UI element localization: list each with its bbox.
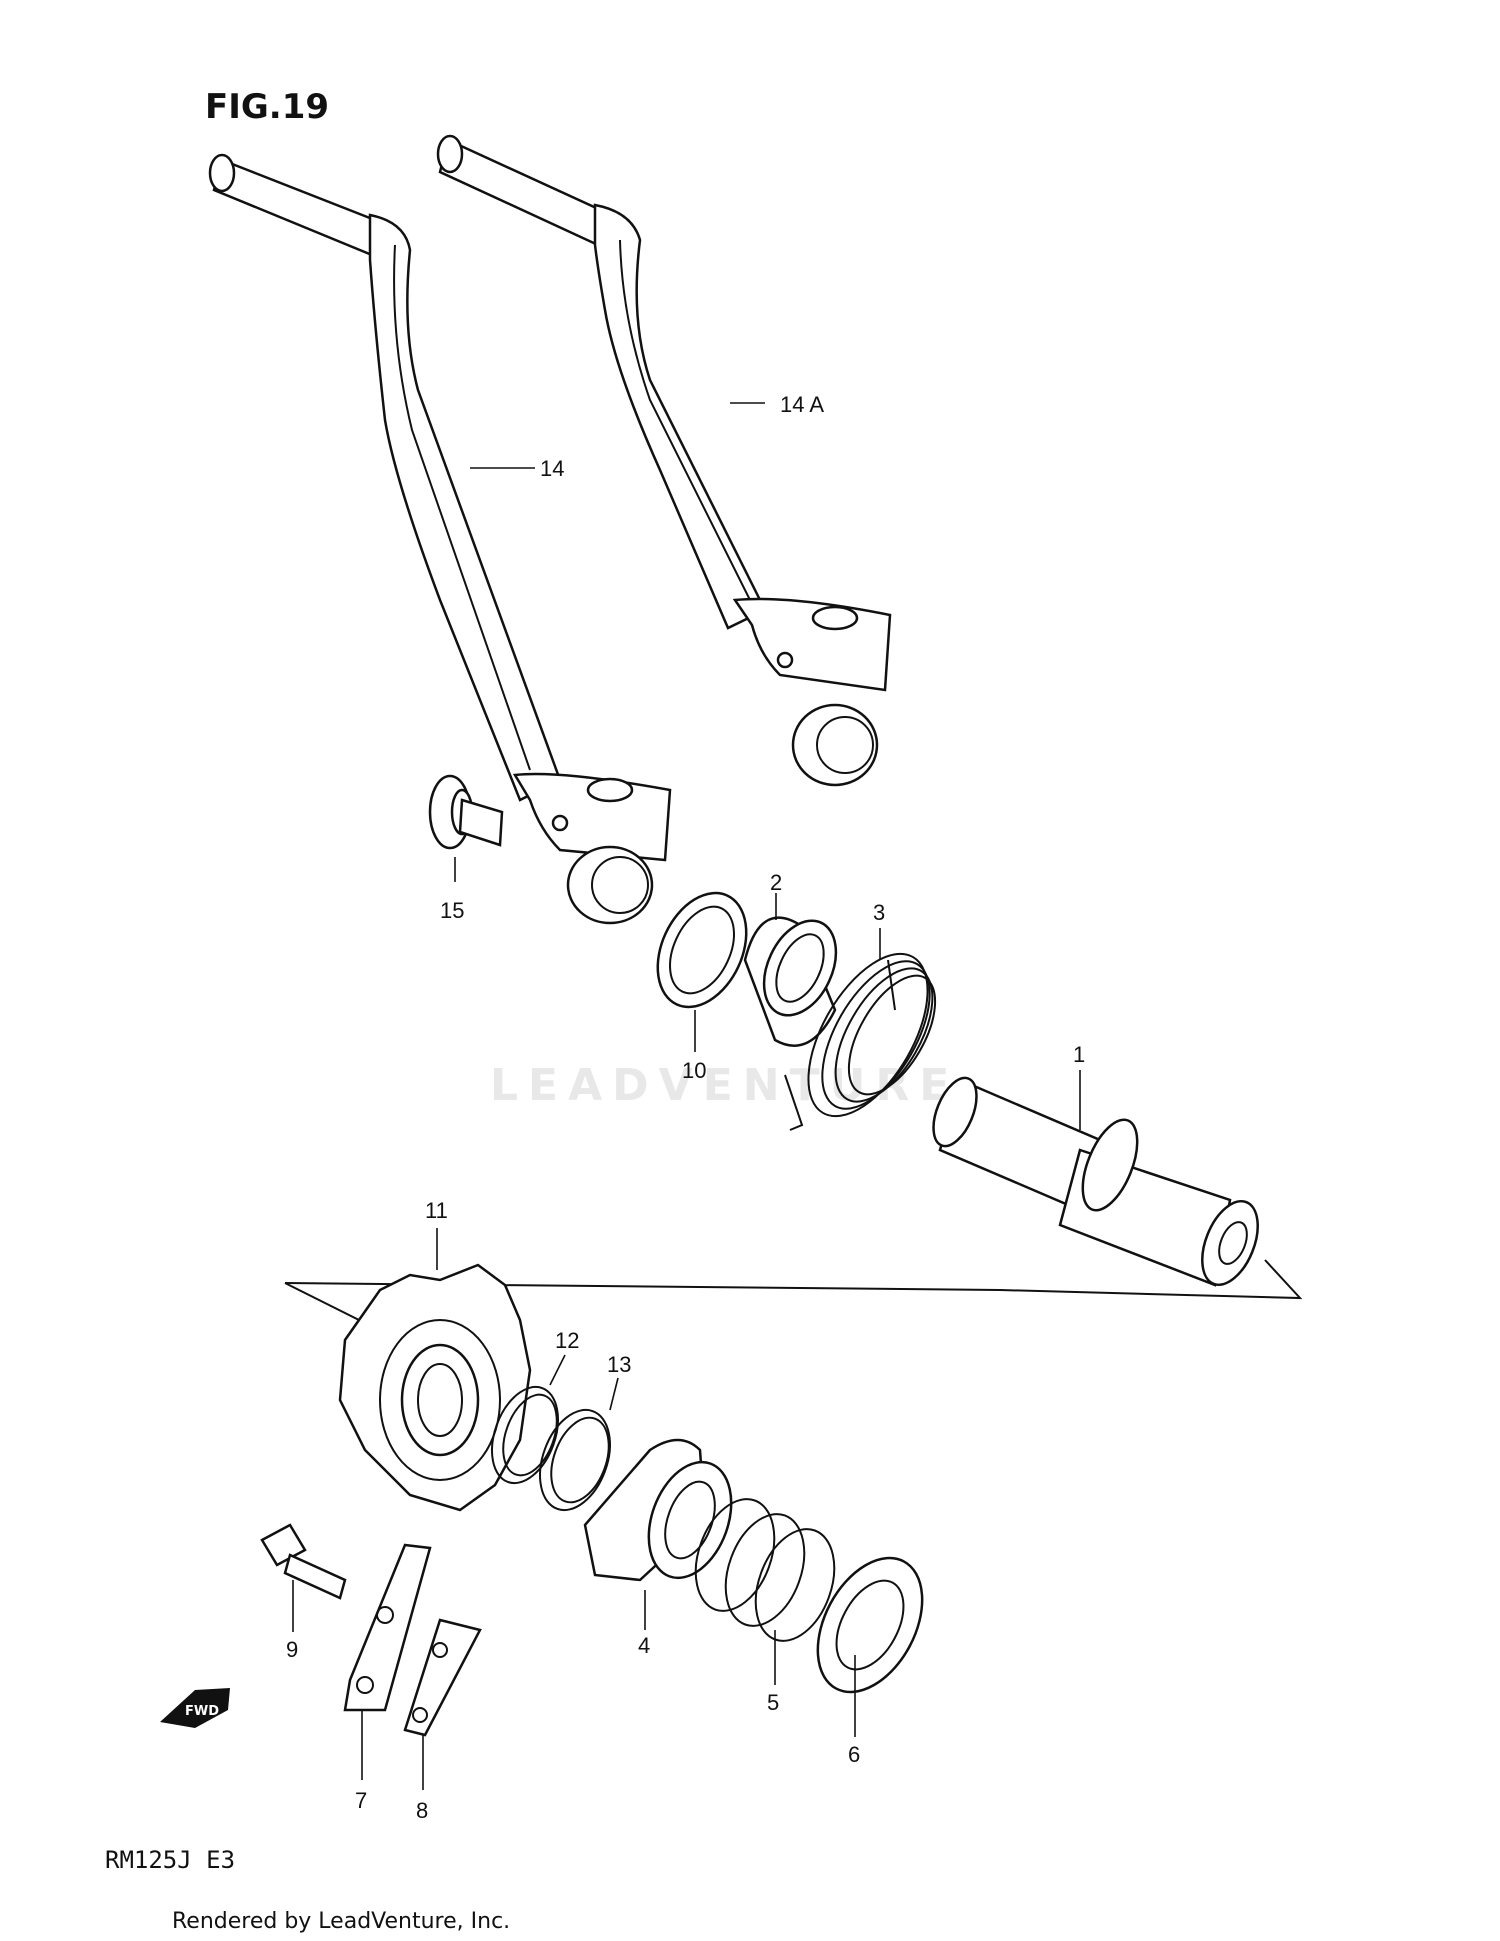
callout-1: 1 (1073, 1042, 1085, 1067)
callout-2: 2 (770, 870, 782, 895)
circlip-12[interactable] (480, 1378, 571, 1492)
callout-15: 15 (440, 898, 464, 923)
callout-11: 11 (425, 1198, 448, 1223)
callout-6: 6 (848, 1742, 860, 1767)
callout-4: 4 (638, 1633, 650, 1658)
callout-10: 10 (682, 1058, 706, 1083)
callout-3: 3 (873, 900, 885, 925)
plate-7[interactable] (343, 1543, 432, 1712)
model-code: RM125J E3 (105, 1846, 235, 1874)
watermark: LEADVENTURE (490, 1060, 959, 1111)
bushing-2[interactable] (743, 909, 850, 1047)
kick-starter-shaft-1[interactable] (925, 1072, 1269, 1293)
kick-gear-11[interactable] (338, 1263, 532, 1512)
washer-6[interactable] (796, 1540, 943, 1709)
callout-8: 8 (416, 1798, 428, 1823)
kick-starter-guide-4[interactable] (583, 1438, 746, 1589)
kick-lever-14a[interactable] (436, 134, 892, 787)
callout-7: 7 (355, 1788, 367, 1813)
callout-13: 13 (607, 1352, 631, 1377)
forward-direction-icon: FWD (160, 1688, 230, 1728)
svg-text:FWD: FWD (185, 1704, 219, 1719)
footer-credit: Rendered by LeadVenture, Inc. (172, 1909, 510, 1934)
callout-14a: 14 A (780, 392, 824, 417)
washer-13[interactable] (527, 1400, 623, 1520)
callout-12: 12 (555, 1328, 579, 1353)
callout-5: 5 (767, 1690, 779, 1715)
spring-3[interactable] (784, 935, 953, 1136)
callout-leaders (292, 402, 1081, 1790)
kick-lever-14[interactable] (208, 153, 672, 925)
callout-9: 9 (286, 1637, 298, 1662)
plate-8[interactable] (403, 1618, 482, 1737)
oil-seal-10[interactable] (640, 879, 763, 1022)
bolt-9[interactable] (260, 1523, 347, 1600)
bolt-15[interactable] (428, 774, 504, 850)
figure-title: FIG.19 (205, 87, 329, 127)
callout-14: 14 (540, 456, 564, 481)
